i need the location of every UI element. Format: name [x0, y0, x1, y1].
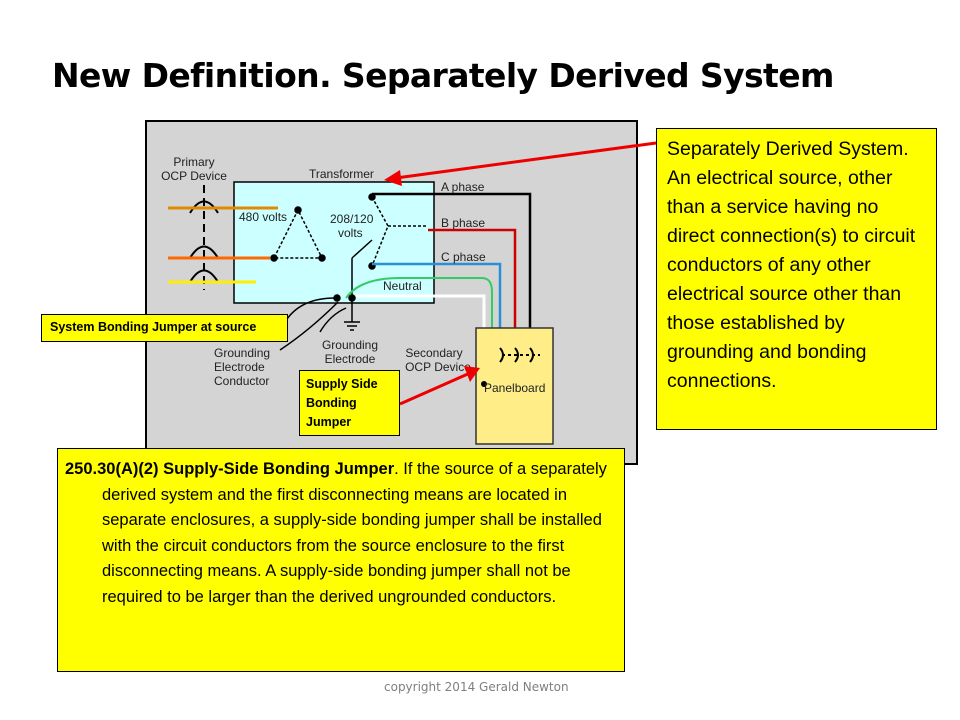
label-primary-ocp-line2: OCP Device [161, 169, 227, 183]
label-secondary-ocp-line2: OCP Device [405, 360, 471, 374]
primary-ocp-device [189, 185, 219, 290]
label-gec-line3: Conductor [214, 374, 269, 388]
secondary-wye-winding [351, 193, 428, 298]
label-c-phase: C phase [441, 250, 486, 264]
primary-delta-winding [270, 206, 326, 262]
definition-arrow [395, 141, 657, 180]
label-480-volts: 480 volts [239, 210, 287, 224]
label-gec-line2: Electrode [214, 360, 265, 374]
ssbj-line3: Jumper [306, 415, 352, 429]
ssbj-line2: Bonding [306, 396, 357, 410]
label-a-phase: A phase [441, 180, 485, 194]
transformer-enclosure [233, 181, 435, 304]
label-b-phase: B phase [441, 216, 485, 230]
definition-arrowhead [384, 170, 402, 186]
primary-conductors [168, 206, 278, 284]
supply-side-bonding-jumper-callout: Supply Side Bonding Jumper [299, 370, 400, 436]
label-transformer: Transformer [309, 167, 374, 181]
definition-callout: Separately Derived System. An electrical… [656, 128, 937, 430]
code-text-wrap: 250.30(A)(2) Supply-Side Bonding Jumper.… [65, 460, 607, 606]
label-panelboard: Panelboard [484, 381, 545, 395]
code-reference-callout: 250.30(A)(2) Supply-Side Bonding Jumper.… [57, 448, 625, 672]
secondary-ocp-breakers [499, 347, 540, 363]
slide-title: New Definition. Separately Derived Syste… [52, 56, 834, 95]
label-primary-ocp-line1: Primary [173, 155, 214, 169]
callout-arrows [384, 141, 657, 406]
ssbj-line1: Supply Side [306, 377, 378, 391]
supply-side-bonding-arrowhead [464, 366, 480, 382]
label-ge-line1: Grounding [322, 338, 378, 352]
supply-side-bonding-arrow [399, 371, 471, 406]
label-ge-line2: Electrode [325, 352, 376, 366]
copyright-footer: copyright 2014 Gerald Newton [384, 680, 569, 694]
label-208-120: 208/120 [330, 212, 374, 226]
code-section-body: . If the source of a separately derived … [102, 460, 607, 606]
code-section-heading: 250.30(A)(2) Supply-Side Bonding Jumper [65, 460, 395, 478]
panel-ground-bar-terminal [481, 381, 487, 387]
panelboard-enclosure [475, 327, 554, 445]
label-volts: volts [338, 226, 363, 240]
system-bonding-jumper-callout: System Bonding Jumper at source [41, 314, 288, 342]
label-gec-line1: Grounding [214, 346, 270, 360]
label-secondary-ocp-line1: Secondary [405, 346, 462, 360]
label-neutral: Neutral [383, 279, 422, 293]
